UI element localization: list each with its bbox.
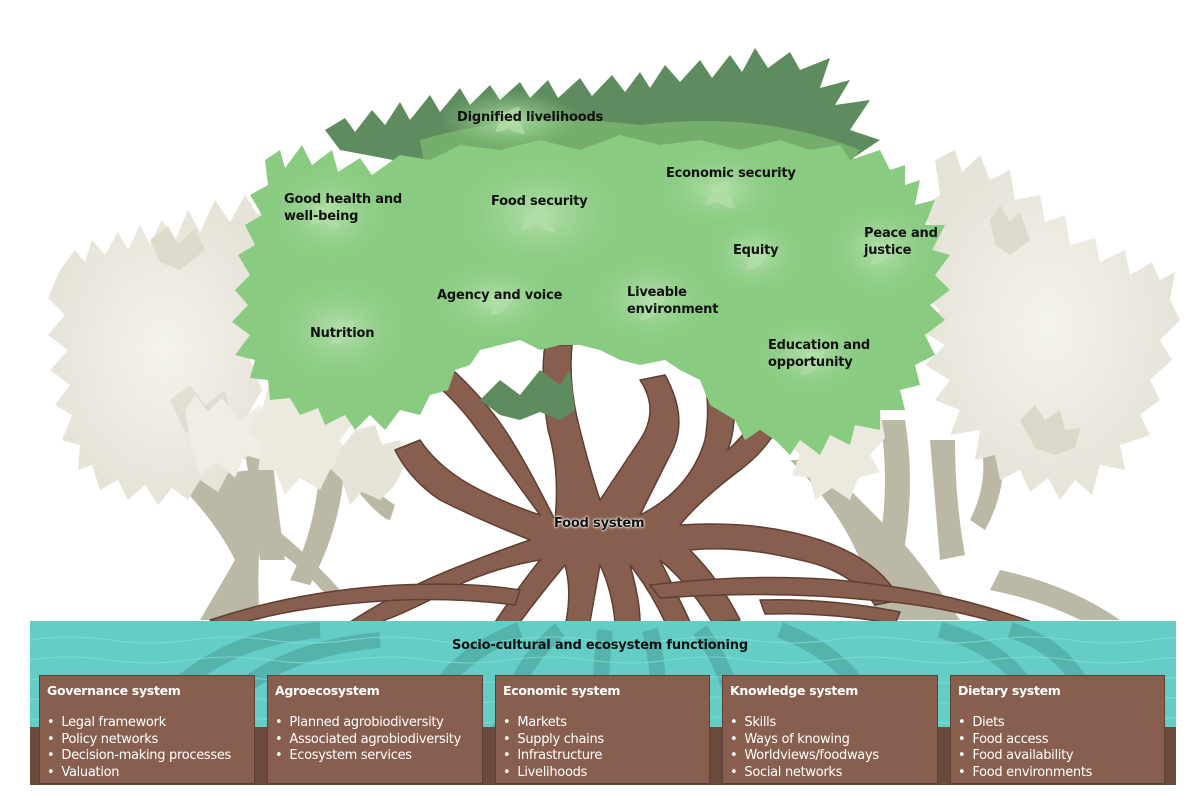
system-title: Dietary system [958, 683, 1061, 698]
system-item: Markets [503, 715, 709, 732]
outcome-line: environment [627, 302, 719, 317]
ghost-tree-left [48, 195, 405, 620]
system-box-knowledge: Knowledge system Skills Ways of knowing … [722, 675, 938, 784]
ghost-canopy-left [48, 195, 405, 505]
outcome-label-dignified-livelihoods: Dignified livelihoods [457, 109, 603, 126]
leaf-glyphs [310, 107, 895, 375]
outcome-line: Nutrition [310, 326, 375, 341]
trunk-label-food-system: Food system [554, 516, 645, 531]
outcome-line: Economic security [666, 166, 796, 181]
system-title: Economic system [503, 683, 621, 698]
outcome-line: Dignified livelihoods [457, 110, 604, 125]
outcome-line: justice [864, 243, 912, 258]
system-item: Planned agrobiodiversity [275, 715, 482, 732]
outcome-label-education-opportunity: Education and opportunity [768, 337, 870, 371]
system-item: Diets [958, 715, 1164, 732]
system-items: Legal framework Policy networks Decision… [47, 715, 254, 781]
system-item: Social networks [730, 765, 937, 782]
leaf-cluster [580, 250, 720, 350]
outcome-label-food-security: Food security [491, 193, 588, 210]
system-items: Skills Ways of knowing Worldviews/foodwa… [730, 715, 937, 781]
outcome-line: Food security [491, 194, 588, 209]
system-title: Governance system [47, 683, 181, 698]
outcome-label-economic-security: Economic security [666, 165, 796, 182]
system-item: Legal framework [47, 715, 254, 732]
system-item: Ways of knowing [730, 732, 937, 749]
ghost-tree-right [785, 150, 1180, 620]
outcome-line: opportunity [768, 355, 853, 370]
system-item: Food availability [958, 748, 1164, 765]
system-item: Skills [730, 715, 937, 732]
system-title: Knowledge system [730, 683, 858, 698]
system-item: Livelihoods [503, 765, 709, 782]
outcome-line: Good health and [284, 192, 402, 207]
outcome-line: Peace and [864, 226, 938, 241]
outcome-label-liveable-environment: Liveable environment [627, 284, 718, 318]
system-items: Planned agrobiodiversity Associated agro… [275, 715, 482, 765]
system-item: Ecosystem services [275, 748, 482, 765]
system-items: Markets Supply chains Infrastructure Liv… [503, 715, 709, 781]
leaf-cluster [425, 255, 565, 345]
system-box-dietary: Dietary system Diets Food access Food av… [950, 675, 1165, 784]
system-item: Worldviews/foodways [730, 748, 937, 765]
system-box-economic: Economic system Markets Supply chains In… [495, 675, 710, 784]
system-item: Food access [958, 732, 1164, 749]
outcome-label-equity: Equity [733, 242, 779, 259]
system-item: Food environments [958, 765, 1164, 782]
system-item: Policy networks [47, 732, 254, 749]
system-item: Valuation [47, 765, 254, 782]
outcome-label-nutrition: Nutrition [310, 325, 374, 342]
outcome-line: Education and [768, 338, 871, 353]
band-title: Socio-cultural and ecosystem functioning [452, 638, 748, 653]
outcome-line: Equity [733, 243, 779, 258]
main-canopy [232, 48, 950, 455]
system-item: Infrastructure [503, 748, 709, 765]
ghost-canopy-right [785, 150, 1180, 500]
outcome-label-agency-voice: Agency and voice [437, 287, 562, 304]
system-item: Supply chains [503, 732, 709, 749]
outcome-label-peace-justice: Peace and justice [864, 225, 938, 259]
system-title: Agroecosystem [275, 683, 380, 698]
leaf-cluster [750, 310, 870, 400]
system-box-agroecosystem: Agroecosystem Planned agrobiodiversity A… [267, 675, 483, 784]
ghost-trunk-right [790, 420, 1120, 620]
outcome-line: Agency and voice [437, 288, 563, 303]
outcome-label-good-health: Good health and well-being [284, 191, 402, 225]
system-item: Decision-making processes [47, 748, 254, 765]
system-box-governance: Governance system Legal framework Policy… [39, 675, 255, 784]
ghost-trunk-left [175, 430, 395, 620]
outcome-line: Liveable [627, 285, 687, 300]
system-items: Diets Food access Food availability Food… [958, 715, 1164, 781]
outcome-line: well-being [284, 209, 359, 224]
system-item: Associated agrobiodiversity [275, 732, 482, 749]
